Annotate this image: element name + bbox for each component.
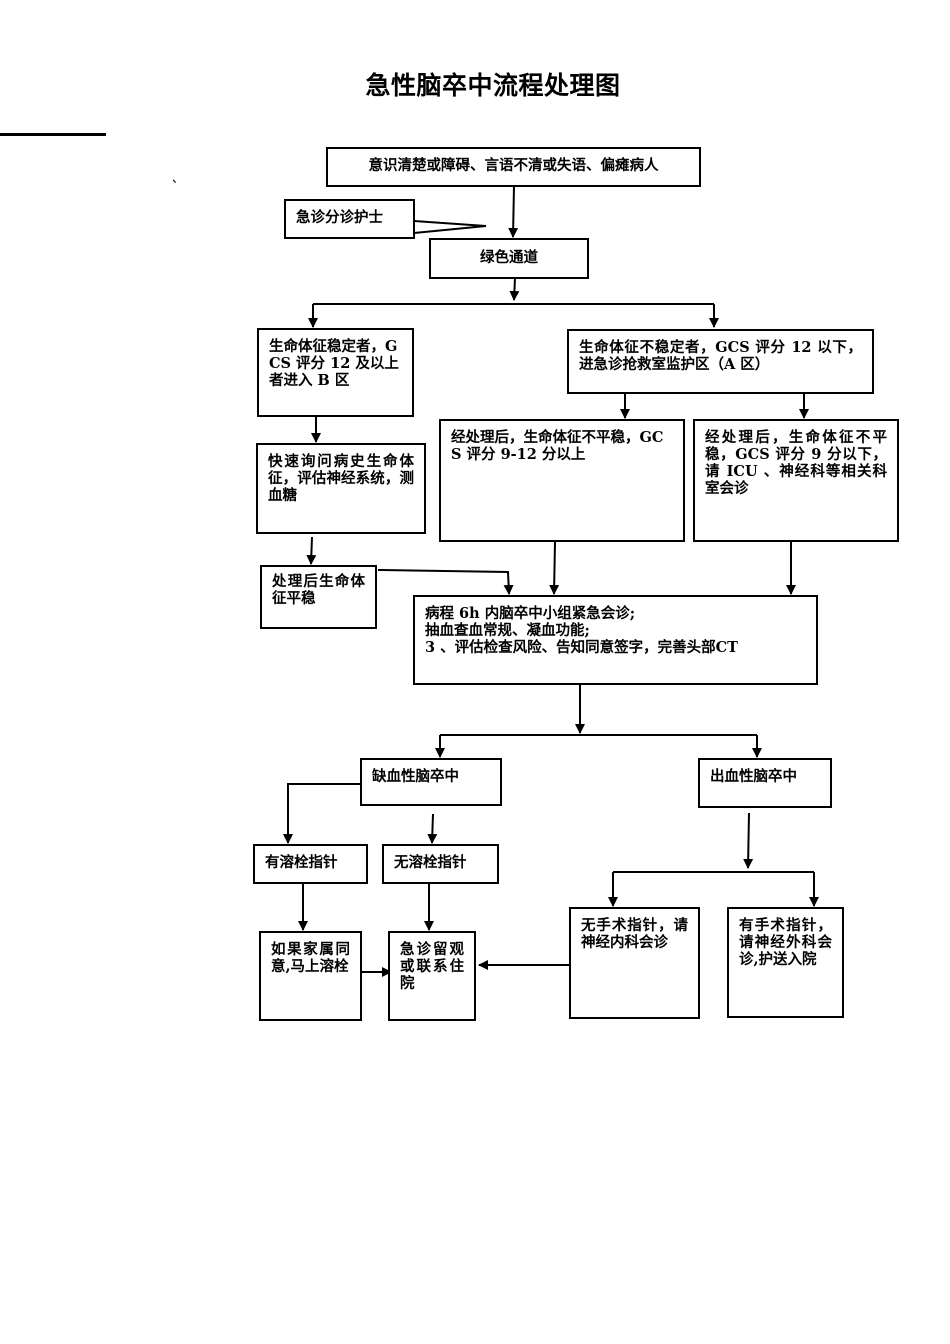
node-observe-or-admit-text: 急诊留观或联系住院 <box>400 941 464 992</box>
node-hemorrhagic-stroke-text: 出血性脑卒中 <box>710 768 797 785</box>
node-green-channel: 绿色通道 <box>429 238 589 279</box>
consultation-line-3: 3 、评估检查风险、告知同意签字，完善头部CT <box>425 639 738 656</box>
node-stable-zone-b: 生命体征稳定者，GCS 评分 12 及以上者进入 B 区 <box>257 328 414 417</box>
node-no-surgery: 无手术指针，请神经内科会诊 <box>569 907 700 1019</box>
node-unstable-gcs-below-9-text: 经处理后，生命体征不平稳，GCS 评分 9 分以下，请 ICU 、神经科等相关科… <box>705 429 887 497</box>
page-title: 急性脑卒中流程处理图 <box>365 71 621 100</box>
node-no-surgery-text: 无手术指针，请神经内科会诊 <box>581 917 688 951</box>
node-unstable-zone-a: 生命体征不稳定者，GCS 评分 12 以下，进急诊抢救室监护区（A 区） <box>567 329 874 394</box>
node-hemorrhagic-stroke: 出血性脑卒中 <box>698 758 832 808</box>
node-quick-assessment: 快速询问病史生命体征，评估神经系统，测血糖 <box>256 443 426 534</box>
stray-mark: 、 <box>172 171 185 185</box>
node-thrombolysis-if-consent-text: 如果家属同意,马上溶栓 <box>271 941 350 975</box>
arrow-hemorrhagic-down <box>743 812 754 869</box>
node-triage-nurse: 急诊分诊护士 <box>284 199 415 239</box>
node-quick-assessment-text: 快速询问病史生命体征，评估神经系统，测血糖 <box>268 453 414 504</box>
arrow-ischemic-to-no-thrombolysis <box>427 813 438 844</box>
node-thrombolysis-if-consent: 如果家属同意,马上溶栓 <box>259 931 362 1021</box>
node-ischemic-stroke-text: 缺血性脑卒中 <box>372 768 459 785</box>
node-green-channel-text: 绿色通道 <box>480 249 538 266</box>
node-no-thrombolysis-text: 无溶栓指针 <box>394 854 467 871</box>
node-symptoms-text: 意识清楚或障碍、言语不清或失语、偏瘫病人 <box>368 157 659 174</box>
node-thrombolysis-indicated: 有溶栓指针 <box>253 844 368 884</box>
node-surgery-indicated: 有手术指针，请神经外科会诊,护送入院 <box>727 907 844 1018</box>
node-no-thrombolysis: 无溶栓指针 <box>382 844 499 884</box>
arrow-ischemic-to-thrombolysis <box>283 783 360 844</box>
node-unstable-gcs-9-12-text: 经处理后，生命体征不平稳，GCS 评分 9-12 分以上 <box>451 429 664 463</box>
node-stable-after-treatment: 处理后生命体征平稳 <box>260 565 377 629</box>
node-stable-after-treatment-text: 处理后生命体征平稳 <box>272 573 365 607</box>
node-observe-or-admit: 急诊留观或联系住院 <box>388 931 476 1021</box>
node-triage-nurse-text: 急诊分诊护士 <box>296 209 383 226</box>
node-consultation: 病程 6h 内脑卒中小组紧急会诊; 抽血查血常规、凝血功能; 3 、评估检查风险… <box>413 595 818 685</box>
node-surgery-indicated-text: 有手术指针，请神经外科会诊,护送入院 <box>739 917 832 968</box>
arrow-9-12-to-consult <box>549 541 560 595</box>
arrow-green-to-split <box>509 277 520 301</box>
node-unstable-gcs-9-12: 经处理后，生命体征不平稳，GCS 评分 9-12 分以上 <box>439 419 685 542</box>
node-symptoms: 意识清楚或障碍、言语不清或失语、偏瘫病人 <box>326 147 701 187</box>
consultation-line-2: 抽血查血常规、凝血功能; <box>425 622 590 639</box>
top-rule <box>0 133 106 136</box>
arrow-stable-after-to-consult <box>377 569 514 595</box>
node-ischemic-stroke: 缺血性脑卒中 <box>360 758 502 806</box>
arrow-assessment-to-stable-after <box>306 536 317 565</box>
node-unstable-zone-a-text: 生命体征不稳定者，GCS 评分 12 以下，进急诊抢救室监护区（A 区） <box>579 339 862 373</box>
arrow-symptoms-to-green <box>508 185 519 238</box>
node-thrombolysis-indicated-text: 有溶栓指针 <box>265 854 338 871</box>
consultation-line-1: 病程 6h 内脑卒中小组紧急会诊; <box>425 605 636 622</box>
node-stable-zone-b-text: 生命体征稳定者，GCS 评分 12 及以上者进入 B 区 <box>269 338 399 389</box>
node-unstable-gcs-below-9: 经处理后，生命体征不平稳，GCS 评分 9 分以下，请 ICU 、神经科等相关科… <box>693 419 899 542</box>
triage-callout-pointer <box>413 220 487 234</box>
